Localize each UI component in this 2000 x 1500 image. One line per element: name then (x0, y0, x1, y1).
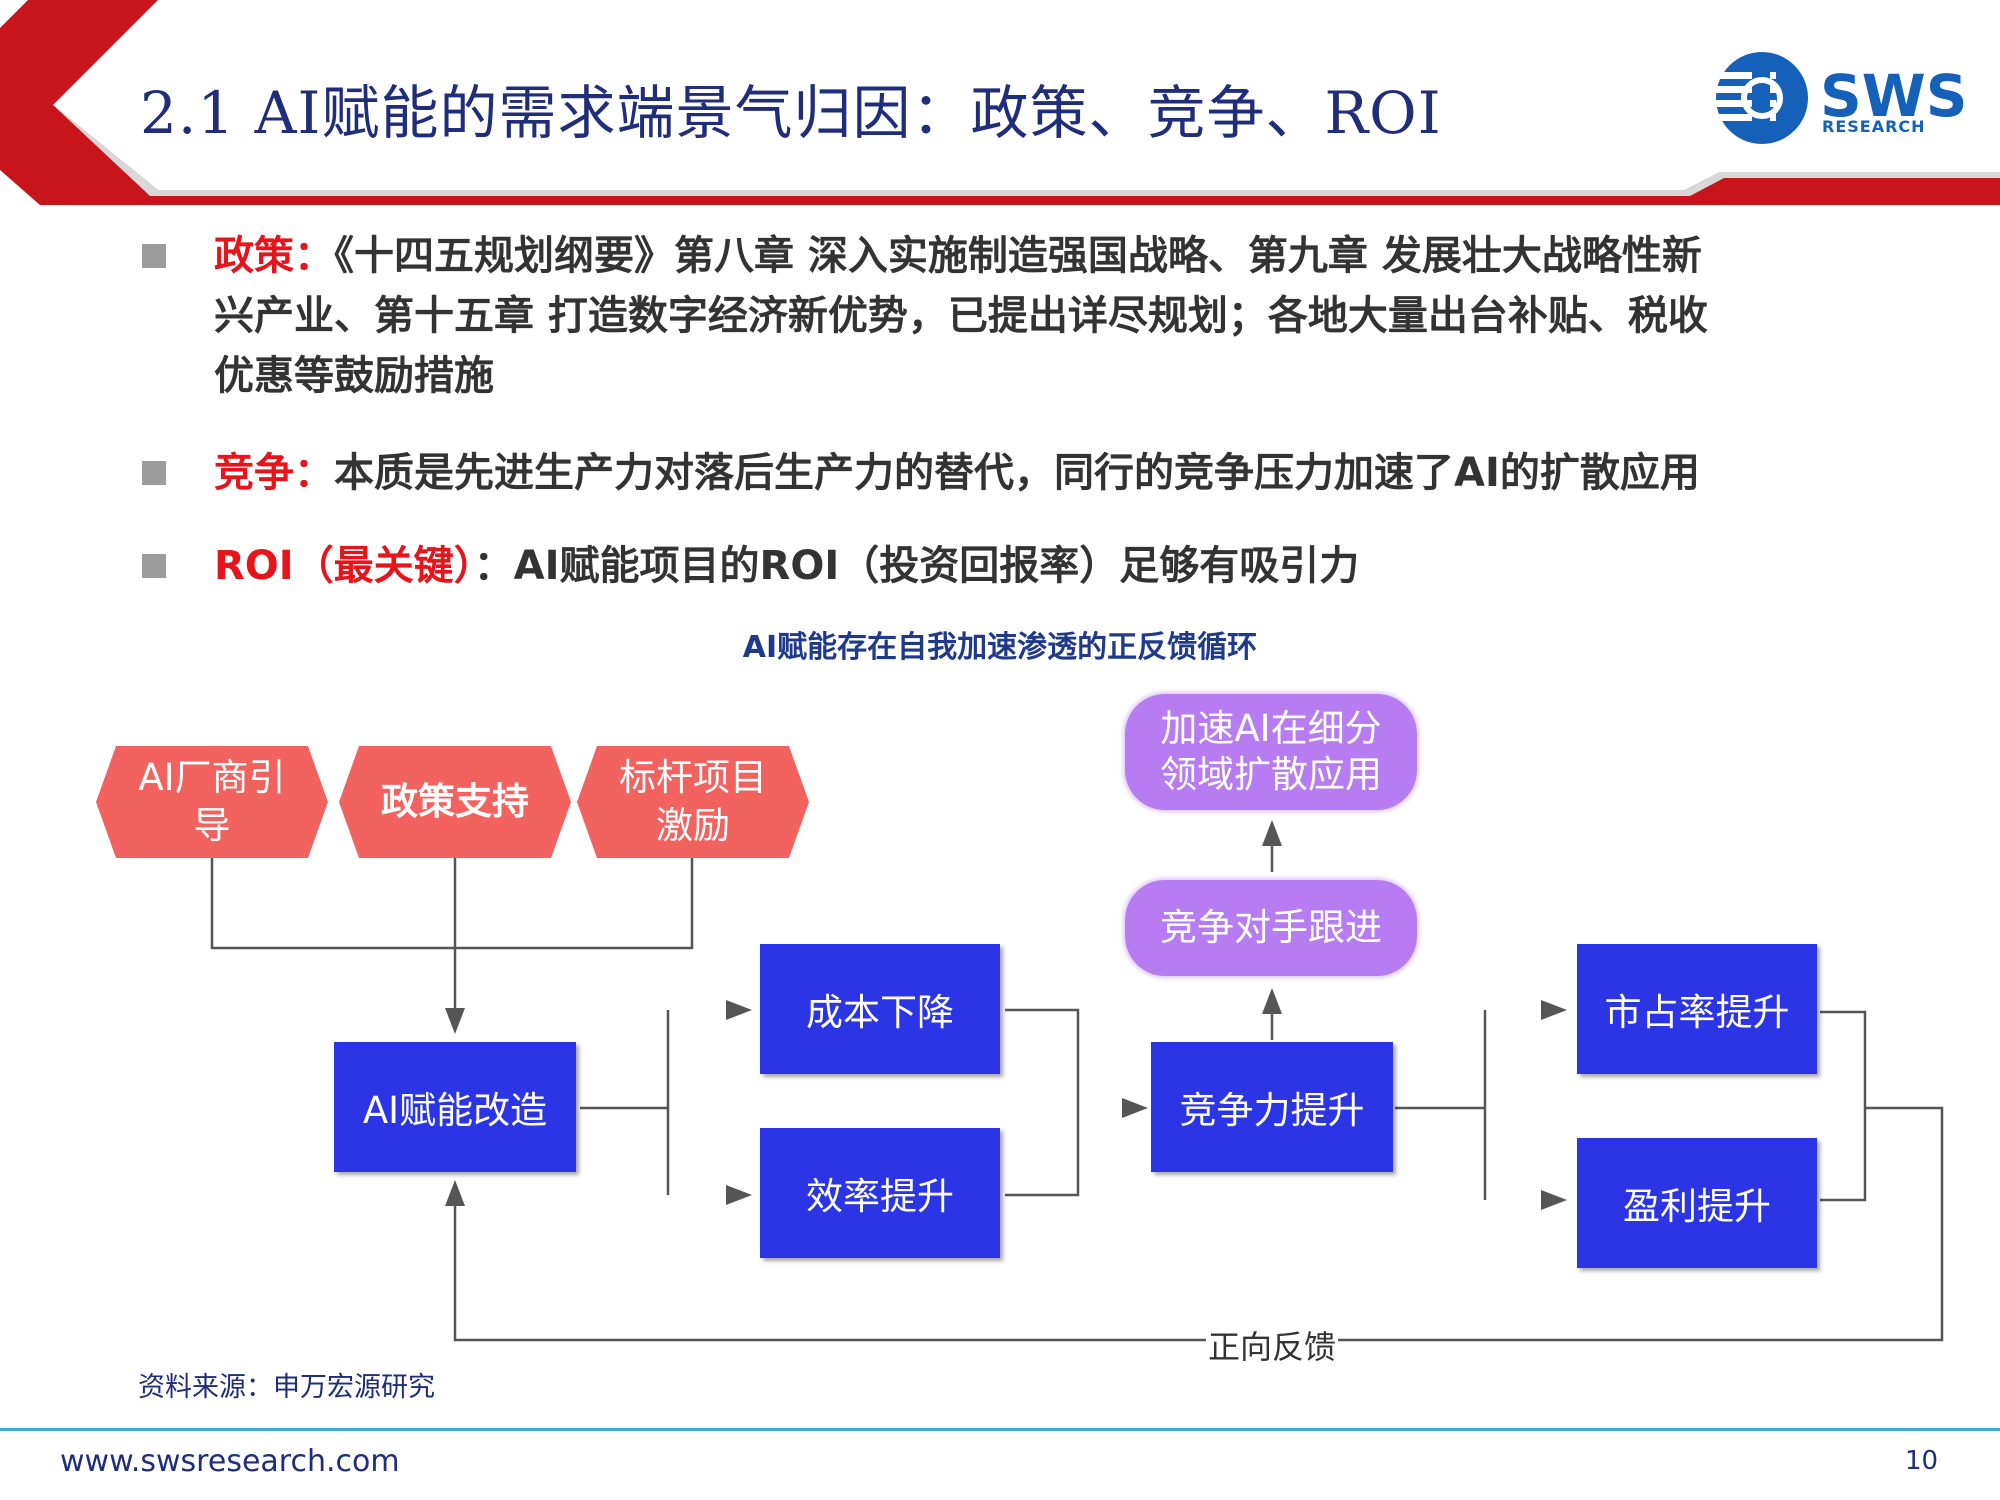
footer-url: www.swsresearch.com (60, 1444, 400, 1479)
logo-subtext: RESEARCH (1822, 117, 1926, 136)
driver-ai-vendor: AI厂商引导 (116, 746, 308, 858)
bullet-competition-line: 本质是先进生产力对落后生产力的替代，同行的竞争压力加速了AI的扩散应用 (334, 450, 1700, 496)
bullet-roi: ROI（最关键）：AI赋能项目的ROI（投资回报率）足够有吸引力 (214, 536, 1359, 596)
node-ai-transform: AI赋能改造 (334, 1042, 576, 1172)
bullet-policy-line: 《十四五规划纲要》第八章 深入实施制造强国战略、第九章 发展壮大战略性新 (334, 233, 1702, 279)
diagram-title: AI赋能存在自我加速渗透的正反馈循环 (742, 630, 1258, 665)
logo-text: SWS (1820, 62, 1968, 130)
bullet-marker (142, 461, 166, 485)
driver-benchmark-line: 标杆项目 (619, 756, 767, 799)
bullet-roi-key: ROI（最关键） (214, 543, 474, 589)
driver-ai-vendor-line: AI厂商引 (138, 756, 286, 799)
node-competitiveness-up: 竞争力提升 (1151, 1042, 1393, 1172)
sws-logo-icon (1716, 52, 1808, 144)
driver-ai-vendor-shape (96, 746, 328, 858)
bullet-policy: 政策：《十四五规划纲要》第八章 深入实施制造强国战略、第九章 发展壮大战略性新 (214, 226, 1702, 286)
bullet-competition-key: 竞争： (214, 450, 334, 496)
page-number: 10 (1905, 1446, 1939, 1476)
driver-ai-vendor-line: 导 (193, 804, 231, 847)
bullet-policy-line: 兴产业、第十五章 打造数字经济新优势，已提出详尽规划；各地大量出台补贴、税收 (214, 293, 1708, 339)
node-profit-up: 盈利提升 (1577, 1138, 1817, 1268)
node-accelerate-line: 领域扩散应用 (1160, 753, 1382, 796)
driver-policy: 政策支持 (359, 746, 551, 858)
node-efficiency-up: 效率提升 (760, 1128, 1000, 1258)
driver-policy-line: 政策支持 (381, 780, 529, 823)
node-competitors-follow: 竞争对手跟进 (1125, 880, 1417, 976)
feedback-label: 正向反馈 (1206, 1322, 1339, 1368)
driver-policy-shape (339, 746, 571, 858)
driver-benchmark: 标杆项目激励 (597, 746, 789, 858)
driver-benchmark-line: 激励 (656, 804, 730, 847)
node-accelerate-line: 加速AI在细分 (1160, 707, 1382, 750)
bullet-roi-line: ：AI赋能项目的ROI（投资回报率）足够有吸引力 (473, 543, 1360, 589)
bullet-policy-key: 政策： (214, 233, 334, 279)
bullet-marker (142, 244, 166, 268)
slide-title: 2.1 AI赋能的需求端景气归因：政策、竞争、ROI (140, 79, 1442, 147)
node-market-share-up: 市占率提升 (1577, 944, 1817, 1074)
header-banner (0, 0, 2000, 205)
bullet-policy-line: 优惠等鼓励措施 (214, 353, 494, 399)
node-cost-down: 成本下降 (760, 944, 1000, 1074)
driver-benchmark-shape (577, 746, 809, 858)
bullet-competition: 竞争：本质是先进生产力对落后生产力的替代，同行的竞争压力加速了AI的扩散应用 (214, 443, 1700, 503)
source-note: 资料来源：申万宏源研究 (138, 1372, 435, 1403)
node-accelerate-adoption: 加速AI在细分领域扩散应用 (1125, 694, 1417, 810)
bullet-marker (142, 554, 166, 578)
footer-rule (0, 1428, 2000, 1431)
